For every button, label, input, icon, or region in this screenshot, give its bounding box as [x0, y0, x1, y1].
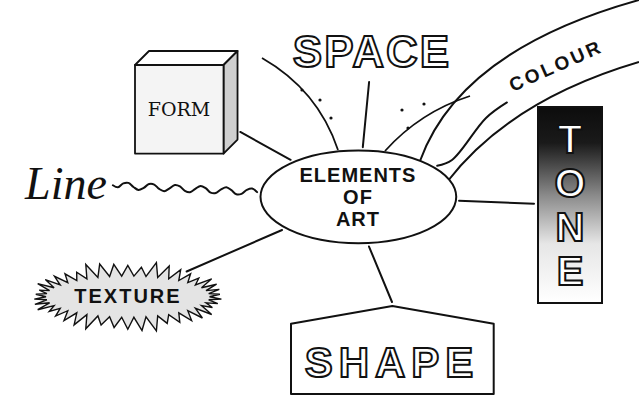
- space-dot: [400, 108, 403, 111]
- ellipse-outline: [260, 151, 456, 244]
- form-cube: FORM: [135, 51, 238, 154]
- spiky-outline: [34, 263, 221, 331]
- node-text: COLOUR: [506, 36, 607, 97]
- line-script-word: Line: [22, 157, 110, 210]
- shape-house: SHAPE: [290, 305, 495, 395]
- space-dot: [318, 98, 321, 101]
- node-text: FORM: [148, 98, 211, 120]
- branch-connector: [459, 201, 534, 204]
- node-text: ELEMENTS OF ART: [300, 164, 417, 230]
- branch-connector: [437, 102, 507, 165]
- branch-connector: [240, 132, 290, 160]
- cube-front-face: [135, 65, 224, 154]
- space-dot: [300, 88, 303, 91]
- branch-connector: [113, 183, 257, 195]
- node-text: TEXTURE: [74, 285, 181, 308]
- node-text: TONE: [550, 117, 590, 293]
- cube-top-face: [135, 51, 238, 65]
- branch-connector: [363, 82, 369, 147]
- texture-spiky-blob: TEXTURE: [31, 261, 225, 332]
- space-dot: [422, 102, 425, 105]
- tone-gradient-box: TONE: [537, 106, 603, 304]
- space-dot: [329, 116, 332, 119]
- node-text: Line: [25, 157, 107, 210]
- branch-connector: [187, 230, 282, 271]
- node-text: SHAPE: [305, 339, 480, 387]
- cube-side-face: [223, 51, 237, 154]
- space-fan-line: [385, 96, 470, 151]
- colour-band-edge: [420, 0, 639, 161]
- house-outline: [291, 306, 494, 394]
- branch-connector: [369, 247, 392, 302]
- colour-band-word: COLOUR: [503, 33, 610, 100]
- space-word: SPACE: [289, 25, 455, 79]
- space-dot: [406, 126, 409, 129]
- central-ellipse: ELEMENTS OF ART: [259, 149, 458, 245]
- node-text: SPACE: [293, 27, 451, 77]
